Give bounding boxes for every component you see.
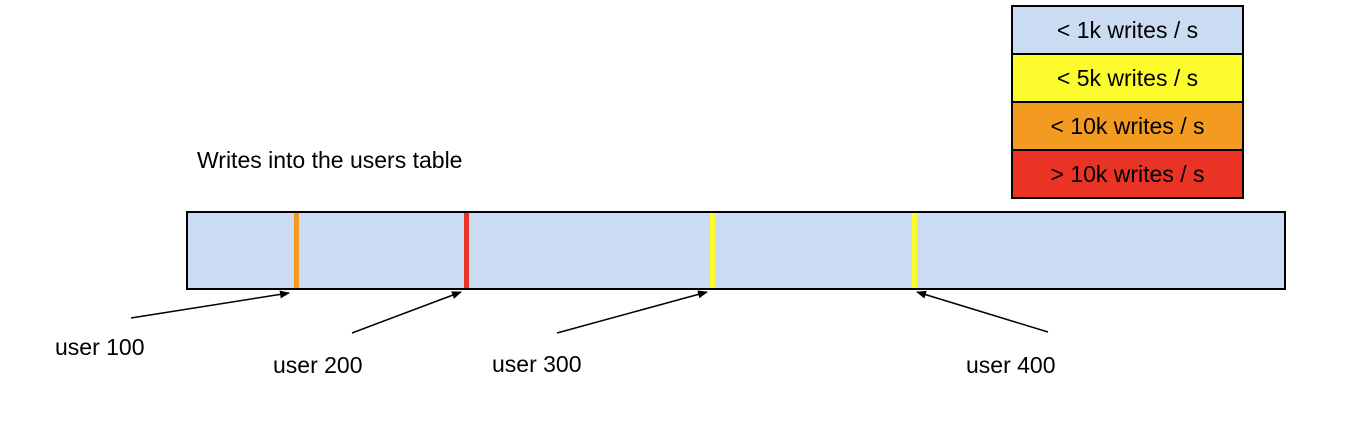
write-mark-user-100 bbox=[294, 213, 299, 288]
diagram-title: Writes into the users table bbox=[197, 147, 463, 173]
arrow-user-300 bbox=[556, 290, 708, 334]
label-user-400: user 400 bbox=[966, 352, 1056, 378]
legend-item-lt1k-label: < 1k writes / s bbox=[1056, 17, 1199, 43]
arrow-user-200 bbox=[351, 291, 462, 334]
legend-item-lt5k-label: < 5k writes / s bbox=[1056, 65, 1199, 91]
legend-item-lt10k-label: < 10k writes / s bbox=[1050, 113, 1205, 139]
arrow-user-400 bbox=[916, 290, 1049, 333]
label-user-200: user 200 bbox=[273, 352, 363, 378]
legend-item-gt10k: > 10k writes / s bbox=[1013, 151, 1242, 197]
label-user-100: user 100 bbox=[55, 334, 145, 360]
label-user-300: user 300 bbox=[492, 351, 582, 377]
legend: < 1k writes / s < 5k writes / s < 10k wr… bbox=[1011, 5, 1244, 199]
legend-item-lt10k: < 10k writes / s bbox=[1013, 103, 1242, 151]
legend-item-lt5k: < 5k writes / s bbox=[1013, 55, 1242, 103]
users-table-bar bbox=[186, 211, 1286, 290]
write-mark-user-300 bbox=[710, 213, 715, 288]
write-mark-user-400 bbox=[912, 213, 917, 288]
write-mark-user-200 bbox=[464, 213, 469, 288]
legend-item-gt10k-label: > 10k writes / s bbox=[1050, 161, 1205, 187]
arrow-user-100 bbox=[130, 290, 290, 319]
legend-item-lt1k: < 1k writes / s bbox=[1013, 7, 1242, 55]
